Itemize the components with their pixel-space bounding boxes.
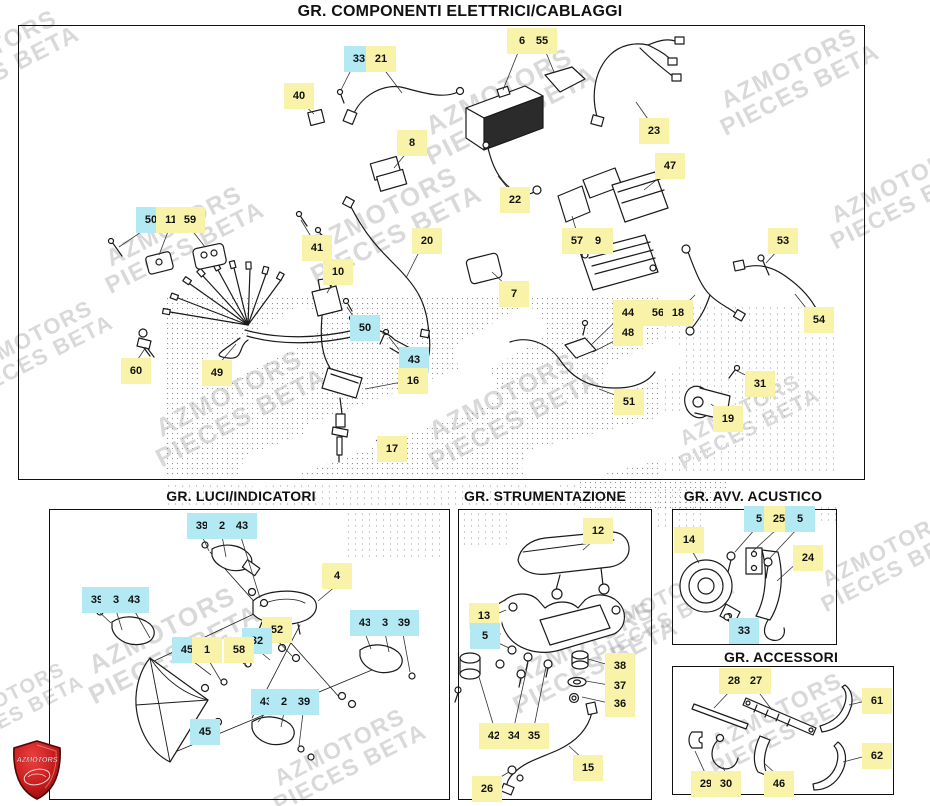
halftone-region xyxy=(165,483,575,505)
horn-bracket-drawing xyxy=(723,547,785,641)
callout-47[interactable]: 47 xyxy=(655,153,685,179)
panel-title-accessories: GR. ACCESSORI xyxy=(723,649,839,665)
callout-5[interactable]: 5 xyxy=(785,506,815,532)
callout-30[interactable]: 30 xyxy=(711,771,741,797)
cable-drawing xyxy=(336,86,465,126)
callout-35[interactable]: 35 xyxy=(519,723,549,749)
callout-10[interactable]: 10 xyxy=(323,259,353,285)
y-cable-drawing xyxy=(681,244,746,336)
callout-33[interactable]: 33 xyxy=(729,618,759,644)
coil-plug-drawing xyxy=(311,277,390,463)
callout-54[interactable]: 54 xyxy=(804,307,834,333)
callout-5[interactable]: 5 xyxy=(470,623,500,649)
callout-46[interactable]: 46 xyxy=(764,771,794,797)
indicator-right-drawing xyxy=(359,644,416,680)
callout-8[interactable]: 8 xyxy=(397,130,427,156)
callout-4[interactable]: 4 xyxy=(322,563,352,589)
callout-51[interactable]: 51 xyxy=(614,389,644,415)
callout-48[interactable]: 48 xyxy=(613,320,643,346)
panel-instruments xyxy=(458,509,652,800)
fuse-40-drawing xyxy=(307,108,326,127)
callout-39[interactable]: 39 xyxy=(289,689,319,715)
callout-59[interactable]: 59 xyxy=(175,207,205,233)
relay-8-drawing xyxy=(369,155,408,192)
callout-40[interactable]: 40 xyxy=(284,83,314,109)
callout-41[interactable]: 41 xyxy=(302,235,332,261)
callout-61[interactable]: 61 xyxy=(862,688,892,714)
callout-50[interactable]: 50 xyxy=(350,315,380,341)
callout-39[interactable]: 39 xyxy=(389,610,419,636)
callout-16[interactable]: 16 xyxy=(398,368,428,394)
callout-1[interactable]: 1 xyxy=(192,637,222,663)
panel-title-horn: GR. AVV. ACUSTICO xyxy=(683,488,823,504)
bracket-55-drawing xyxy=(544,66,586,93)
callout-24[interactable]: 24 xyxy=(793,545,823,571)
leader-lines xyxy=(96,49,867,782)
callout-62[interactable]: 62 xyxy=(862,743,892,769)
relay-7-drawing xyxy=(465,252,503,285)
switches-drawing xyxy=(107,237,227,275)
panel-title-instruments: GR. STRUMENTAZIONE xyxy=(463,488,627,504)
callout-49[interactable]: 49 xyxy=(202,360,232,386)
sensor-60-drawing xyxy=(136,328,155,358)
callout-45[interactable]: 45 xyxy=(190,719,220,745)
harness-23-drawing xyxy=(590,36,685,127)
halftone-region xyxy=(578,480,726,508)
indicator-bottom-drawing xyxy=(251,716,315,761)
logo-text: AZMOTORS xyxy=(16,755,58,764)
battery-drawing xyxy=(465,85,544,151)
wire-15-drawing xyxy=(500,701,598,796)
panel-electrical xyxy=(18,25,865,480)
accessory-brackets-drawing xyxy=(688,684,853,791)
callout-12[interactable]: 12 xyxy=(583,518,613,544)
ecu-47-drawing xyxy=(557,167,669,223)
callout-17[interactable]: 17 xyxy=(377,436,407,462)
halftone-region xyxy=(461,511,507,549)
panel-title-lights: GR. LUCI/INDICATORI xyxy=(166,488,316,504)
callout-18[interactable]: 18 xyxy=(663,300,693,326)
headlight-drawing xyxy=(135,657,209,763)
screw-53-drawing xyxy=(757,254,770,276)
callout-19[interactable]: 19 xyxy=(713,406,743,432)
callout-43[interactable]: 43 xyxy=(119,587,149,613)
callout-14[interactable]: 14 xyxy=(674,527,704,553)
callout-60[interactable]: 60 xyxy=(121,358,151,384)
callout-43[interactable]: 43 xyxy=(227,513,257,539)
callout-31[interactable]: 31 xyxy=(745,371,775,397)
bracket-44-drawing xyxy=(564,319,597,359)
callout-22[interactable]: 22 xyxy=(500,187,530,213)
callout-15[interactable]: 15 xyxy=(573,755,603,781)
callout-55[interactable]: 55 xyxy=(527,28,557,54)
callout-36[interactable]: 36 xyxy=(605,691,635,717)
callout-9[interactable]: 9 xyxy=(583,228,613,254)
callout-53[interactable]: 53 xyxy=(768,228,798,254)
instrument-fasteners xyxy=(454,650,589,704)
wire-51-drawing xyxy=(509,339,656,389)
halftone-region xyxy=(655,487,705,530)
wire-20-drawing xyxy=(341,195,431,362)
azmotors-logo[interactable]: AZMOTORS xyxy=(10,739,64,801)
callout-21[interactable]: 21 xyxy=(366,46,396,72)
callout-58[interactable]: 58 xyxy=(224,637,254,663)
page-title: GR. COMPONENTI ELETTRICI/CABLAGGI xyxy=(297,3,623,20)
callout-26[interactable]: 26 xyxy=(472,776,502,802)
callout-7[interactable]: 7 xyxy=(499,281,529,307)
indicator-top-drawing xyxy=(201,541,261,577)
panel-lights xyxy=(49,509,450,800)
callout-27[interactable]: 27 xyxy=(741,668,771,694)
accessory-rods-drawing xyxy=(691,697,817,736)
callout-20[interactable]: 20 xyxy=(412,228,442,254)
halftone-region xyxy=(345,511,445,561)
callout-23[interactable]: 23 xyxy=(639,118,669,144)
